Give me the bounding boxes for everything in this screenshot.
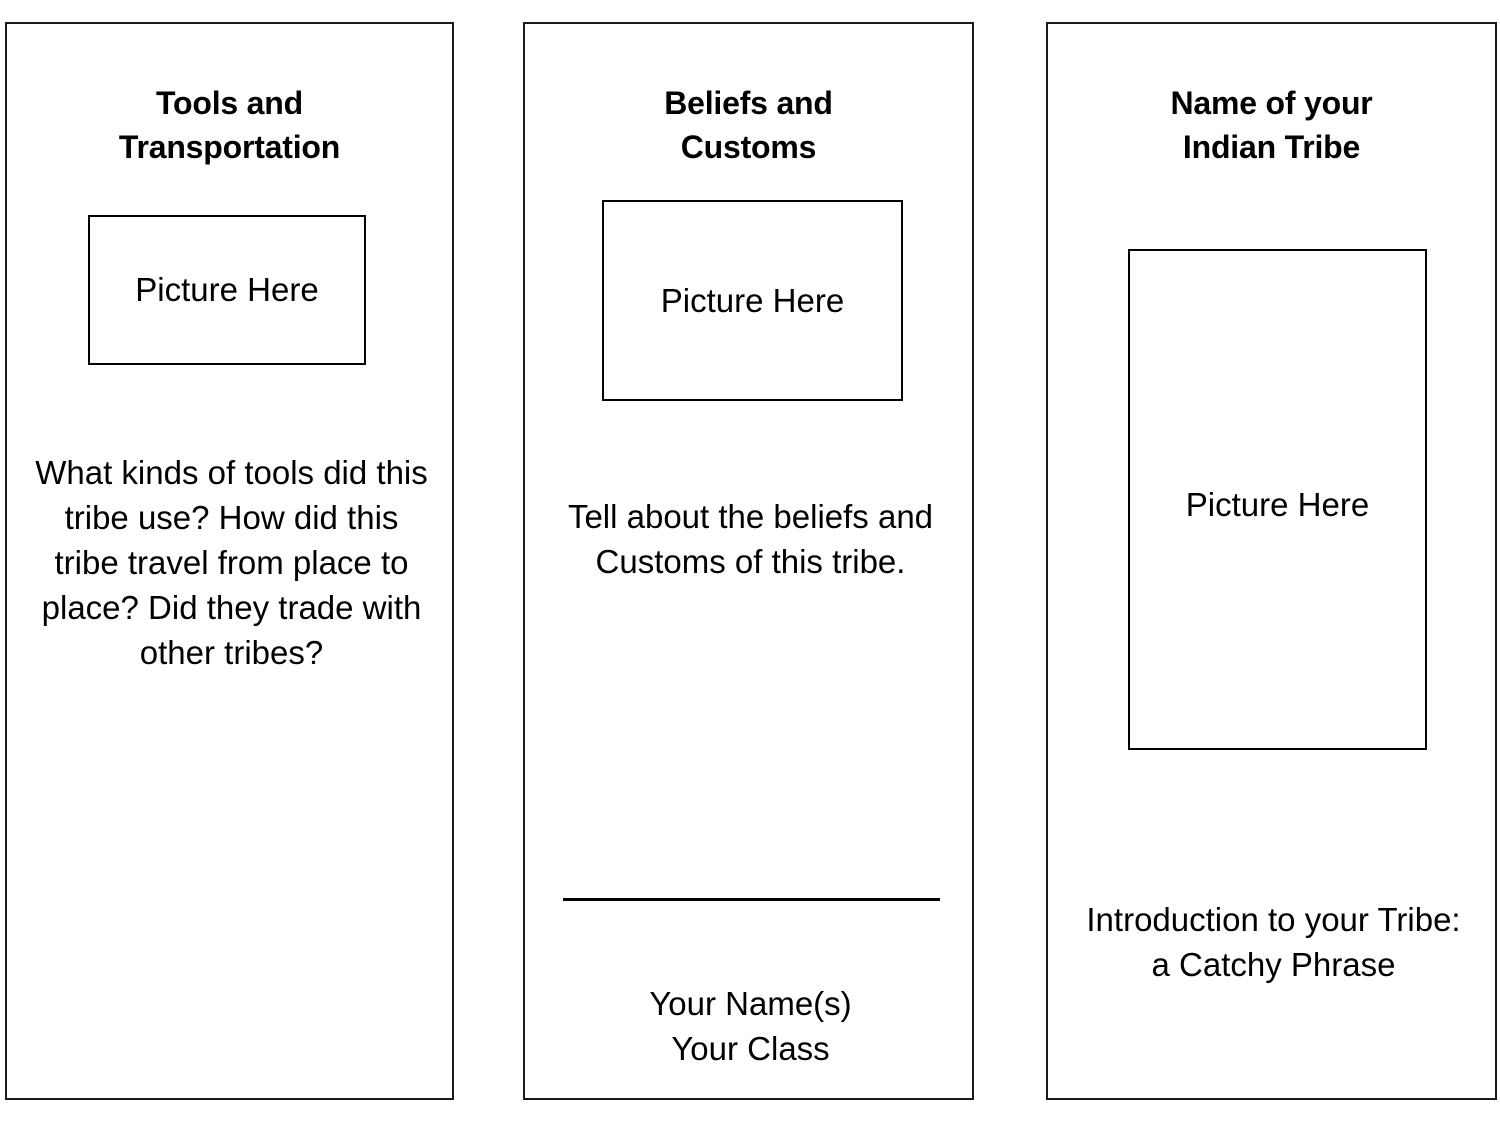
picture-placeholder-box-beliefs[interactable]: Picture Here (602, 200, 903, 401)
panel-body-text-beliefs: Tell about the beliefs and Customs of th… (567, 498, 934, 580)
signature-name-and-class: Your Name(s) Your Class (649, 985, 852, 1067)
picture-placeholder-label: Picture Here (660, 282, 845, 319)
picture-placeholder-label: Picture Here (1185, 486, 1370, 523)
panel-tools-and-transportation: Tools and Transportation Picture Here Wh… (5, 22, 454, 1100)
panel-title-tools: Tools and Transportation (118, 84, 341, 165)
picture-placeholder-box-tribe[interactable]: Picture Here (1128, 249, 1427, 750)
panel-name-of-your-indian-tribe: Name of your Indian Tribe Picture Here I… (1046, 22, 1497, 1100)
picture-placeholder-label: Picture Here (135, 271, 319, 308)
panel-title-beliefs: Beliefs and Customs (664, 84, 833, 165)
panel-body-text-tribe: Introduction to your Tribe: a Catchy Phr… (1086, 901, 1461, 983)
panel-title-tribe: Name of your Indian Tribe (1170, 84, 1373, 165)
picture-placeholder-box-tools[interactable]: Picture Here (88, 215, 366, 365)
panel-beliefs-and-customs: Beliefs and Customs Picture Here Tell ab… (523, 22, 974, 1100)
signature-rule-divider (563, 898, 940, 901)
panel-body-text-tools: What kinds of tools did this tribe use? … (35, 454, 428, 671)
